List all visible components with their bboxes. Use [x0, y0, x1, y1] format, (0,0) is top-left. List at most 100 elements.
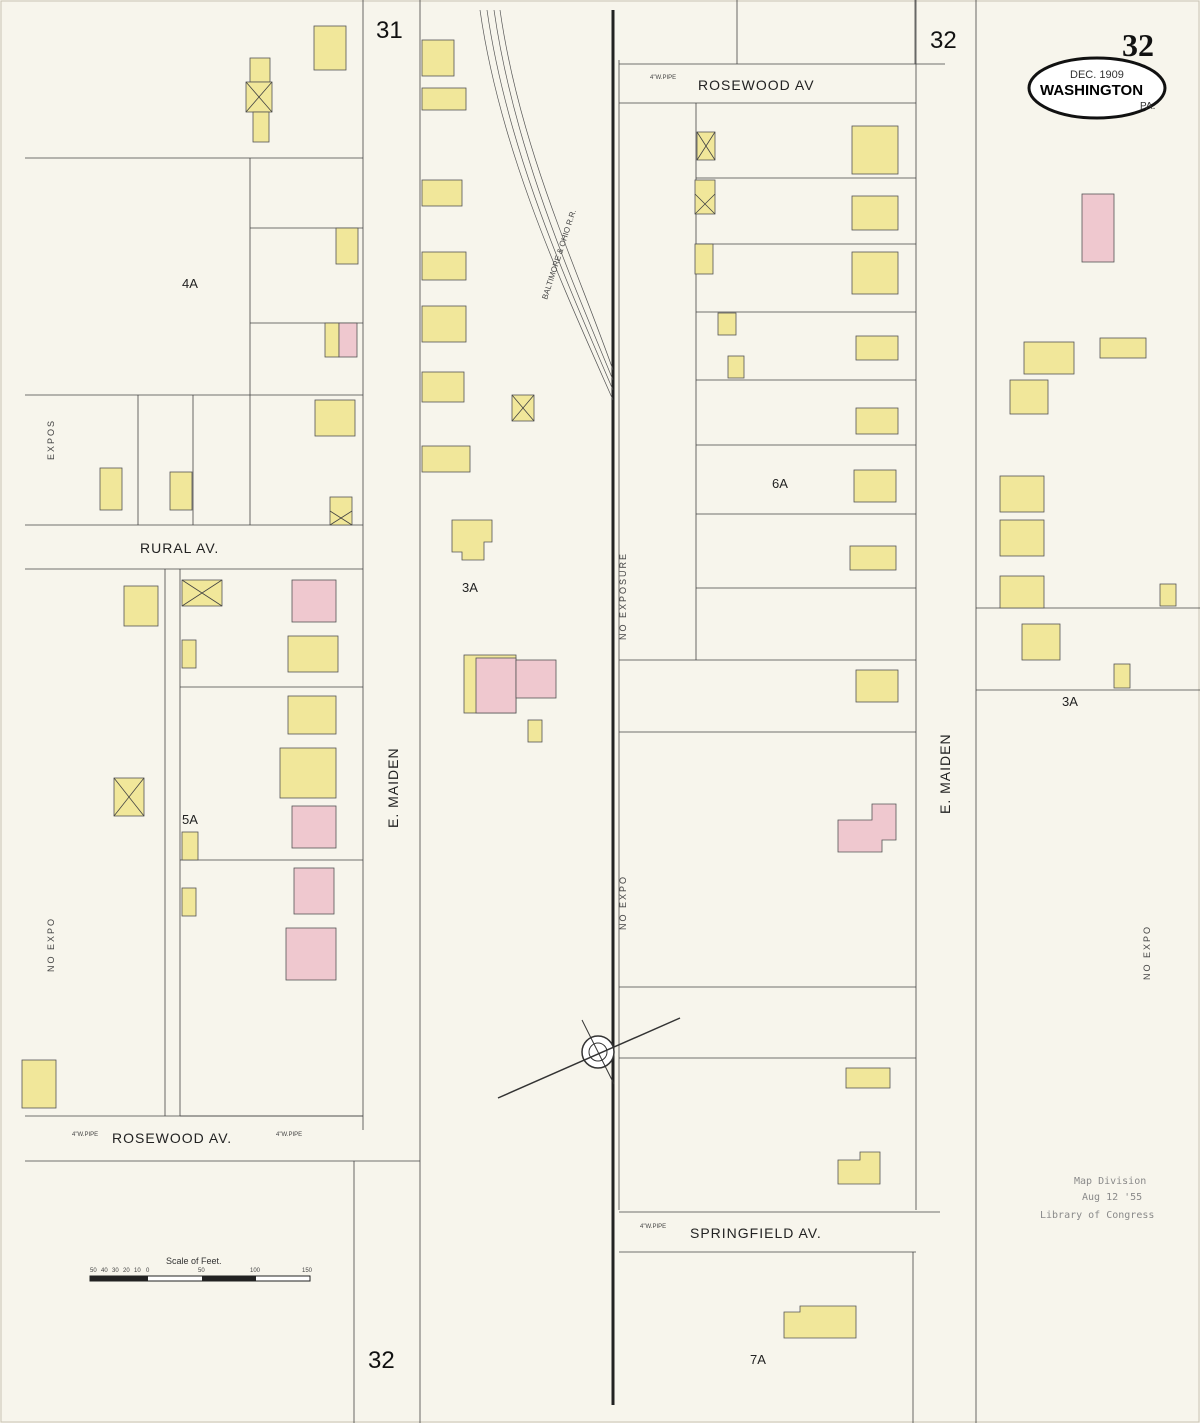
dwelling	[279, 747, 337, 799]
dwelling	[123, 585, 159, 627]
block-number: 4A	[182, 276, 198, 291]
dwelling	[1021, 623, 1061, 661]
expo-label: NO EXPO	[618, 875, 628, 930]
dwelling	[287, 695, 337, 735]
block-number: 5A	[182, 812, 198, 827]
adjacent-sheet-ref: 32	[368, 1347, 395, 1374]
dwelling	[851, 251, 899, 295]
block-number: 3A	[1062, 694, 1078, 709]
compass-rose	[497, 1017, 681, 1099]
street-label-maiden: E. MAIDEN	[937, 733, 953, 814]
brick-dwelling	[291, 805, 337, 849]
dwelling	[329, 496, 353, 526]
dwelling	[252, 111, 270, 143]
rail-curve	[499, 9, 614, 371]
dwelling	[717, 312, 737, 336]
dwelling	[181, 887, 197, 917]
dwelling	[845, 1067, 891, 1089]
dwelling	[421, 371, 465, 403]
dwelling	[421, 39, 455, 77]
dwelling	[181, 639, 197, 669]
rail-curve	[493, 9, 614, 381]
dwelling	[169, 471, 193, 511]
dwelling	[855, 407, 899, 435]
water-pipe-label: 4"W.PIPE	[276, 1132, 302, 1138]
svg-text:150: 150	[302, 1268, 313, 1274]
svg-text:10: 10	[134, 1268, 141, 1274]
dwelling	[1009, 379, 1049, 415]
dwelling	[314, 399, 356, 437]
rail-curve	[486, 9, 614, 391]
street-label-rosewood: ROSEWOOD AV.	[112, 1130, 232, 1146]
water-pipe-label: 4"W.PIPE	[650, 75, 676, 81]
dwelling	[853, 469, 897, 503]
svg-text:40: 40	[101, 1268, 108, 1274]
svg-text:20: 20	[123, 1268, 130, 1274]
title-date: DEC. 1909	[1070, 69, 1124, 81]
rail-curve	[479, 9, 614, 401]
railroad-label: BALTIMORE & OHIO R.R.	[540, 208, 578, 300]
expo-label: NO EXPO	[46, 917, 56, 972]
dwelling	[335, 227, 359, 265]
svg-text:0: 0	[146, 1268, 150, 1274]
dwelling	[999, 475, 1045, 513]
street-label-rural: RURAL AV.	[140, 540, 219, 556]
dwelling	[249, 57, 271, 83]
block-number: 3A	[462, 580, 478, 595]
expo-label: NO EXPOSURE	[618, 552, 628, 640]
svg-text:50: 50	[198, 1268, 205, 1274]
stamp-line: Library of Congress	[1040, 1210, 1154, 1221]
dwelling	[783, 1305, 857, 1339]
street-label-maiden: E. MAIDEN	[385, 747, 401, 828]
scale-bar	[89, 1275, 311, 1282]
dwelling	[855, 335, 899, 361]
adjacent-sheet-ref: 32	[930, 27, 957, 54]
scale-ticks: 50 40 30 20 10 0 50 100 150	[90, 1268, 313, 1274]
water-pipe-label: 4"W.PIPE	[72, 1132, 98, 1138]
brick-dwelling	[1081, 193, 1115, 263]
dwelling	[999, 575, 1045, 609]
dwelling	[324, 322, 340, 358]
dwelling	[421, 445, 471, 473]
brick-dwelling	[837, 803, 897, 853]
dwelling	[849, 545, 897, 571]
stamp-line: Aug 12 '55	[1082, 1192, 1142, 1203]
adjacent-sheet-ref: 31	[376, 17, 403, 44]
dwelling	[999, 519, 1045, 557]
dwelling	[837, 1151, 881, 1185]
dwelling	[421, 179, 463, 207]
title-state: PA.	[1140, 101, 1155, 112]
brick-dwelling	[338, 322, 358, 358]
title-city: WASHINGTON	[1040, 82, 1143, 99]
sheet-number: 32	[1122, 27, 1154, 63]
block-number: 6A	[772, 476, 788, 491]
dwelling	[727, 355, 745, 379]
dwelling	[1113, 663, 1131, 689]
dwelling	[1159, 583, 1177, 607]
dwelling	[694, 179, 716, 215]
block-number: 7A	[750, 1352, 766, 1367]
dwelling	[21, 1059, 57, 1109]
svg-text:100: 100	[250, 1268, 261, 1274]
svg-text:50: 50	[90, 1268, 97, 1274]
dwelling	[851, 125, 899, 175]
expo-label: NO EXPO	[1142, 925, 1152, 980]
svg-text:30: 30	[112, 1268, 119, 1274]
dwelling	[451, 519, 493, 561]
street-label-rosewood: ROSEWOOD AV	[698, 77, 815, 93]
stamp-line: Map Division	[1074, 1176, 1146, 1187]
brick-dwelling	[475, 657, 517, 714]
dwelling	[421, 251, 467, 281]
title-oval	[1027, 56, 1167, 120]
dwelling	[421, 87, 467, 111]
dwelling	[181, 831, 199, 861]
dwelling	[855, 669, 899, 703]
dwelling	[694, 243, 714, 275]
brick-dwelling	[291, 579, 337, 623]
dwelling	[313, 25, 347, 71]
brick-dwelling	[515, 659, 557, 699]
scale-label: Scale of Feet.	[166, 1256, 222, 1266]
